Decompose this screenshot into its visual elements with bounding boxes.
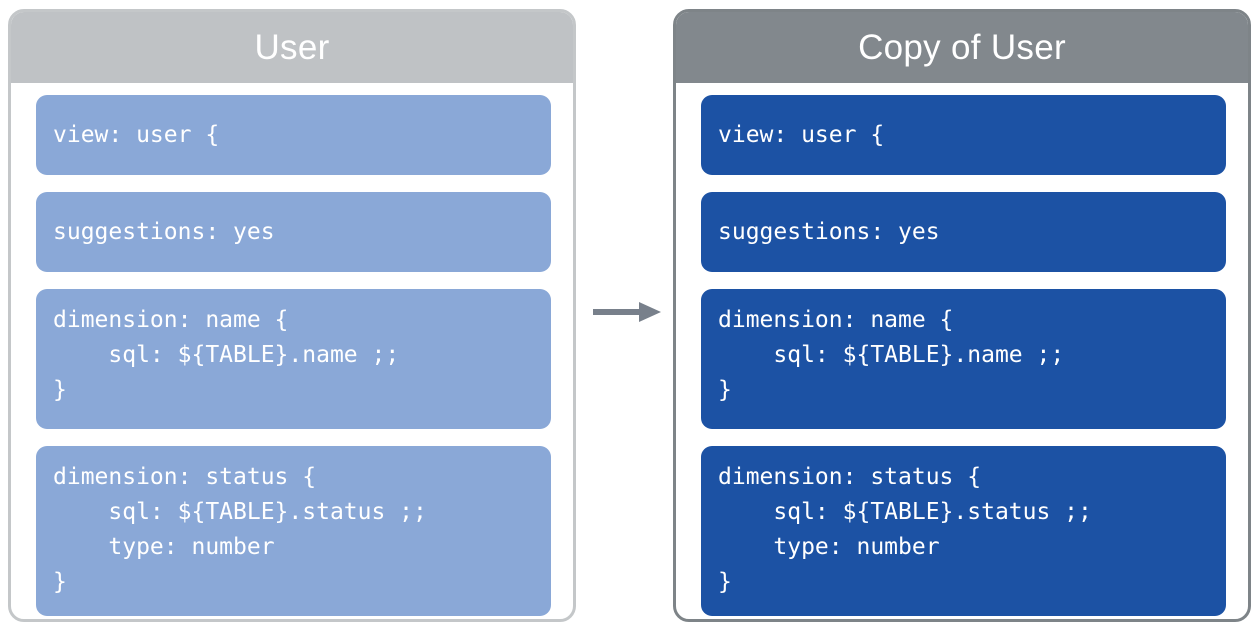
panel-source-user: User view: user { suggestions: yes dimen… bbox=[8, 9, 576, 622]
arrow-right-icon bbox=[593, 301, 661, 323]
panel-copy-of-user: Copy of User view: user { suggestions: y… bbox=[673, 9, 1251, 622]
code-block-suggestions: suggestions: yes bbox=[36, 192, 551, 272]
panel-source-title: User bbox=[11, 12, 573, 83]
code-block-view: view: user { bbox=[36, 95, 551, 175]
panel-copy-title: Copy of User bbox=[676, 12, 1248, 83]
panel-copy-body: view: user { suggestions: yes dimension:… bbox=[676, 83, 1248, 619]
code-block-dimension-status: dimension: status { sql: ${TABLE}.status… bbox=[36, 446, 551, 616]
code-block-dimension-name: dimension: name { sql: ${TABLE}.name ;; … bbox=[701, 289, 1226, 429]
code-block-dimension-status: dimension: status { sql: ${TABLE}.status… bbox=[701, 446, 1226, 616]
panel-source-body: view: user { suggestions: yes dimension:… bbox=[11, 83, 573, 619]
code-block-view: view: user { bbox=[701, 95, 1226, 175]
code-block-dimension-name: dimension: name { sql: ${TABLE}.name ;; … bbox=[36, 289, 551, 429]
code-block-suggestions: suggestions: yes bbox=[701, 192, 1226, 272]
